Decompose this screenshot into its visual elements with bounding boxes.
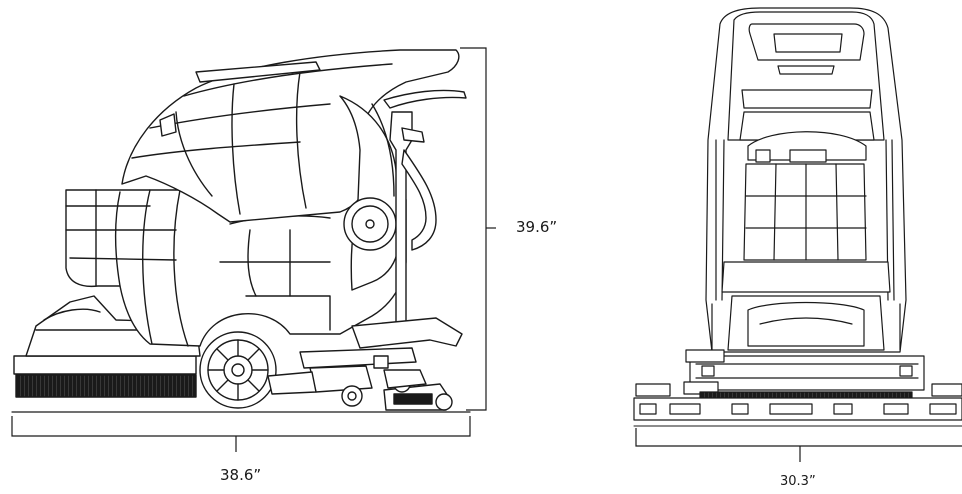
front-center-body (743, 163, 867, 261)
side-view-scrubber (11, 49, 471, 413)
height-bracket (460, 47, 496, 411)
width-bracket (635, 428, 962, 462)
length-bracket (11, 416, 471, 452)
length-dimension-label: 38.6” (220, 466, 262, 484)
side-brush (15, 374, 197, 398)
width-dimension-label: 30.3” (780, 474, 816, 489)
front-view-scrubber (633, 7, 962, 427)
height-dimension-label: 39.6” (516, 218, 558, 236)
side-drive-wheel (199, 331, 277, 409)
front-deck (689, 355, 925, 391)
side-hood (121, 49, 460, 223)
side-deck (13, 355, 197, 375)
